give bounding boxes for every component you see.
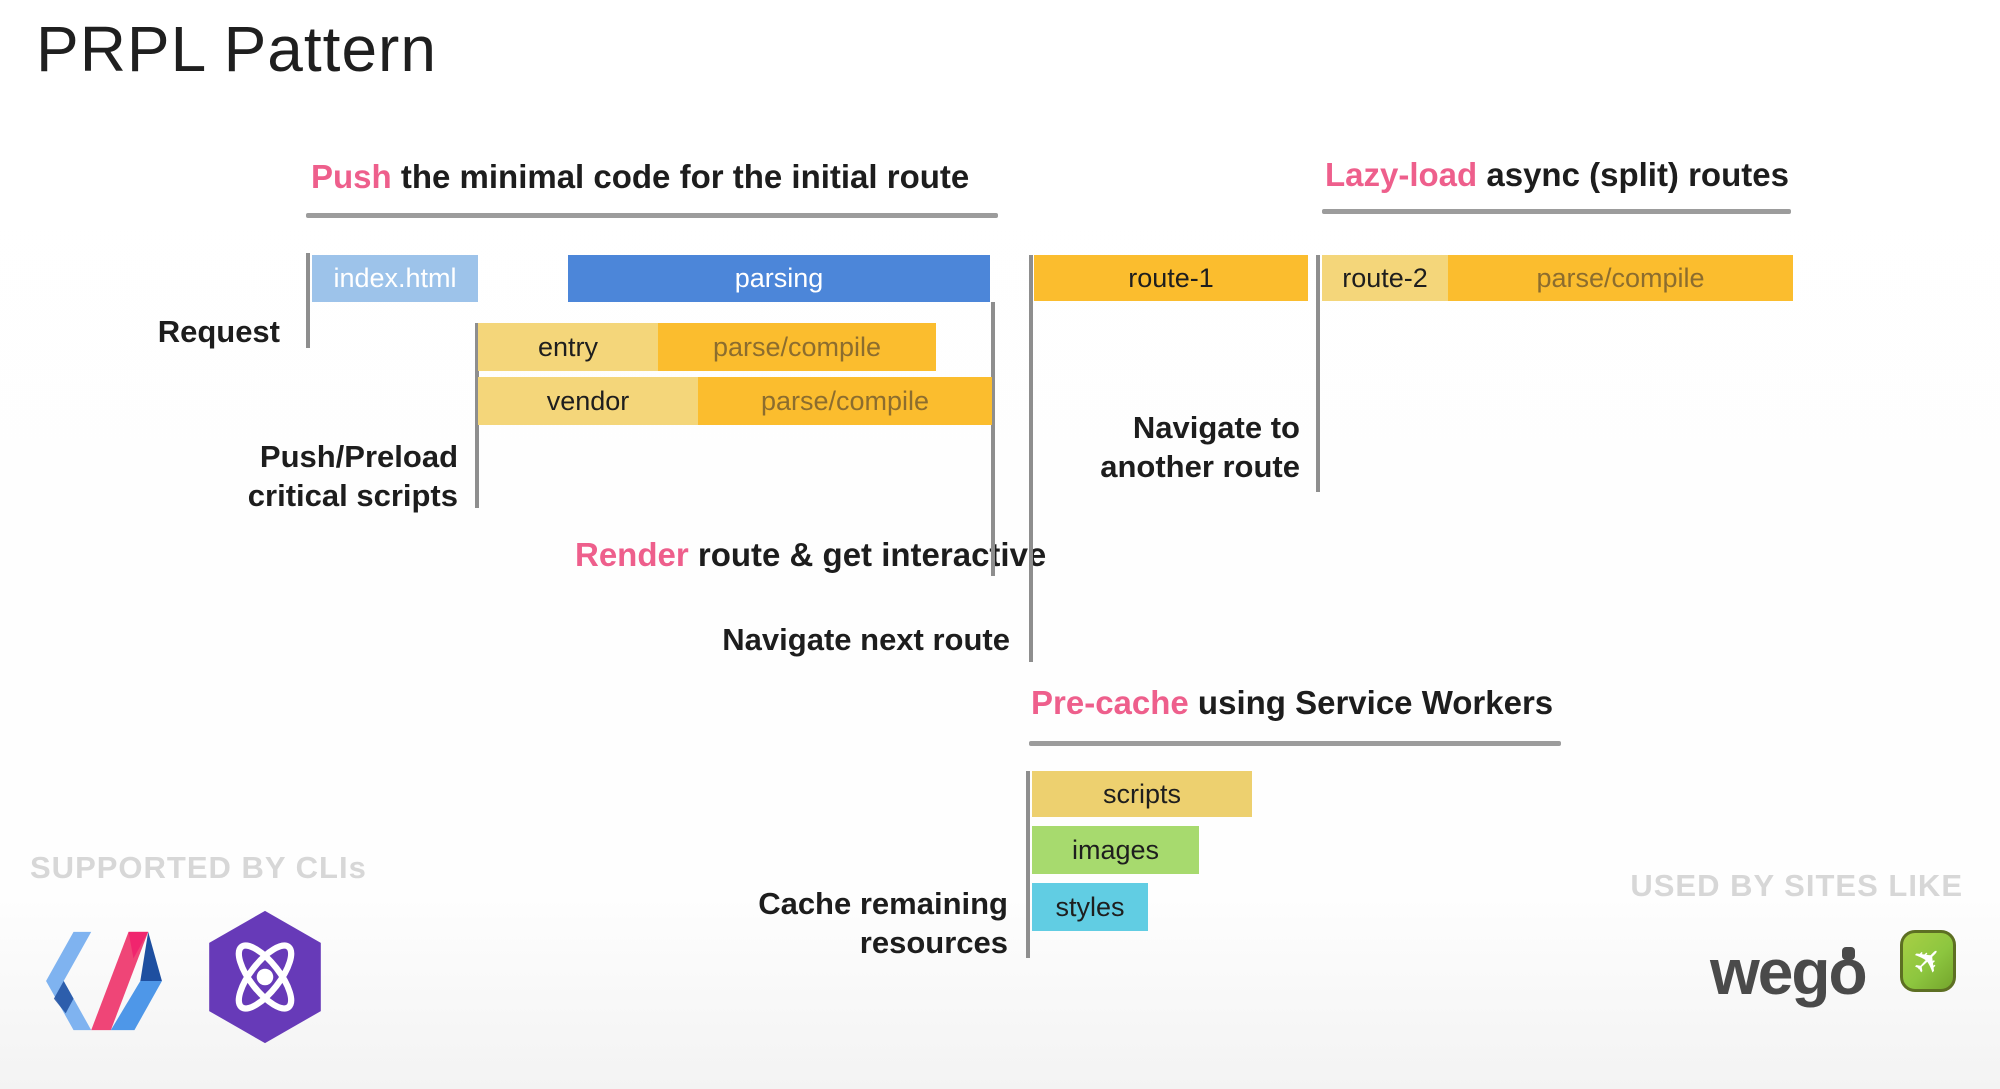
push-section-heading: Push the minimal code for the initial ro…: [311, 158, 969, 196]
bar-parsing: parsing: [568, 255, 990, 302]
bar-entry: entry: [478, 323, 658, 371]
lazy-load-highlight: Lazy-load: [1325, 156, 1478, 193]
bar-index-html: index.html: [312, 255, 478, 302]
lazy-load-section-heading: Lazy-load async (split) routes: [1325, 156, 1789, 194]
airplane-icon: ✈: [1902, 935, 1953, 986]
pre-cache-section-heading: Pre-cache using Service Workers: [1031, 684, 1553, 722]
push-highlight: Push: [311, 158, 392, 195]
render-highlight: Render: [575, 536, 689, 573]
supported-by-clis-label: SUPPORTED BY CLIs: [30, 850, 367, 885]
bar-images: images: [1032, 826, 1199, 874]
polymer-logo-icon: [33, 926, 173, 1036]
cache-remaining-label-line1: Cache remaining: [758, 886, 1008, 921]
push-rest: the minimal code for the initial route: [391, 158, 970, 195]
bar-vendor: vendor: [478, 377, 698, 425]
preact-logo-icon: [203, 906, 327, 1048]
request-timeline-line: [306, 253, 310, 348]
wego-logo-text: wego: [1710, 936, 1868, 1008]
navigate-next-timeline-line: [1029, 255, 1033, 662]
navigate-next-label: Navigate next route: [722, 622, 1010, 657]
push-preload-label-line2: critical scripts: [247, 478, 458, 513]
bar-route-2-parse-compile: parse/compile: [1448, 255, 1793, 301]
wego-badge: ✈: [1900, 930, 1956, 992]
render-label: Render route & get interactive: [575, 536, 1046, 574]
used-by-sites-label: USED BY SITES LIKE: [1630, 868, 1963, 903]
bar-route-2-group: route-2 parse/compile: [1322, 255, 1793, 301]
bar-styles: styles: [1032, 883, 1148, 931]
push-preload-timeline-line: [475, 323, 479, 508]
render-timeline-line: [991, 302, 995, 576]
pre-cache-highlight: Pre-cache: [1031, 684, 1189, 721]
bar-scripts: scripts: [1032, 771, 1252, 817]
page-title: PRPL Pattern: [36, 13, 437, 85]
render-rest: route & get interactive: [688, 536, 1047, 573]
navigate-another-timeline-line: [1316, 255, 1320, 492]
wego-logo: wego ✈: [1700, 925, 1980, 1055]
pre-cache-rest: using Service Workers: [1188, 684, 1554, 721]
navigate-another-label: Navigate to another route: [1000, 408, 1300, 486]
pre-cache-section-underline: [1029, 741, 1561, 746]
wego-logo-dot: [1842, 947, 1855, 960]
cache-timeline-line: [1026, 771, 1030, 958]
push-preload-label: Push/Preload critical scripts: [158, 437, 458, 515]
push-section-underline: [306, 213, 998, 218]
lazy-load-rest: async (split) routes: [1477, 156, 1789, 193]
bar-route-1: route-1: [1034, 255, 1308, 301]
bar-route-2: route-2: [1322, 255, 1448, 301]
push-preload-label-line1: Push/Preload: [259, 439, 458, 474]
bar-vendor-parse-compile: parse/compile: [698, 377, 992, 425]
bar-entry-group: entry parse/compile: [478, 323, 936, 371]
cache-remaining-label: Cache remaining resources: [708, 884, 1008, 962]
bar-entry-parse-compile: parse/compile: [658, 323, 936, 371]
navigate-another-label-line1: Navigate to: [1132, 410, 1300, 445]
navigate-another-label-line2: another route: [1100, 449, 1300, 484]
cache-remaining-label-line2: resources: [859, 925, 1008, 960]
lazy-load-section-underline: [1322, 209, 1791, 214]
request-label: Request: [157, 314, 280, 349]
bar-vendor-group: vendor parse/compile: [478, 377, 992, 425]
